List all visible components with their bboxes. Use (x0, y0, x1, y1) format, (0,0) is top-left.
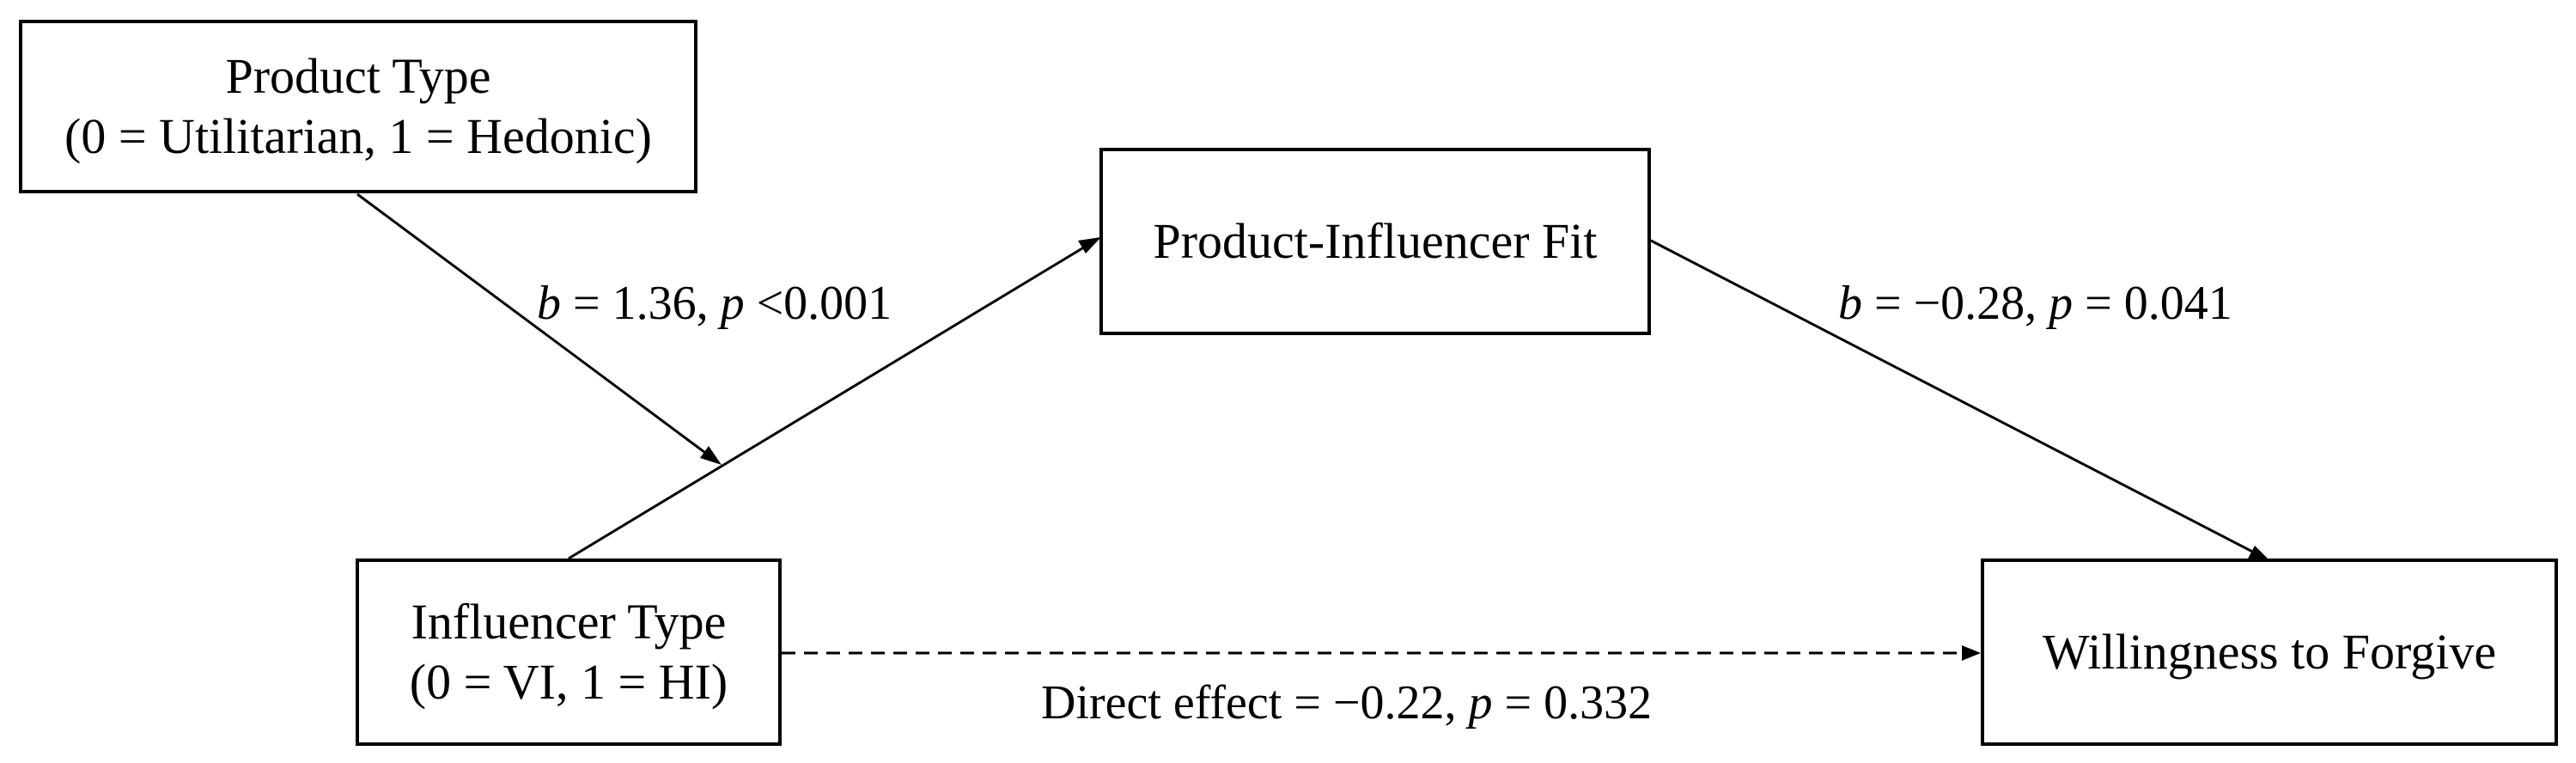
b-path-arrow (1650, 239, 2260, 557)
a-path-coef-symbol: b (537, 277, 561, 330)
b-path-coef-symbol: b (1838, 277, 1862, 330)
moderation-arrowhead (700, 446, 722, 465)
b-path-p-symbol: p (2049, 277, 2074, 330)
a-path-arrowhead (1078, 237, 1101, 253)
direct-effect-arrowhead (1962, 645, 1981, 661)
b-path-coef-value: = −0.28, (1862, 277, 2049, 330)
a-path-p-value: <0.001 (744, 277, 892, 330)
direct-effect-p-value: = 0.332 (1492, 676, 1653, 729)
mediator-box: Product-Influencer Fit (1099, 148, 1651, 335)
influencer-type-title: Influencer Type (411, 594, 727, 650)
product-type-box: Product Type (0 = Utilitarian, 1 = Hedon… (19, 20, 697, 193)
mediator-title: Product-Influencer Fit (1153, 213, 1598, 270)
product-type-title: Product Type (225, 48, 491, 105)
product-type-subtitle: (0 = Utilitarian, 1 = Hedonic) (64, 108, 652, 164)
direct-effect-prefix: Direct effect = −0.22, (1041, 676, 1469, 729)
direct-effect-p-symbol: p (1468, 676, 1493, 729)
outcome-title: Willingness to Forgive (2042, 624, 2497, 681)
a-path-p-symbol: p (720, 277, 745, 330)
influencer-type-box: Influencer Type (0 = VI, 1 = HI) (356, 559, 782, 746)
b-path-p-value: = 0.041 (2073, 277, 2232, 330)
a-path-label: b = 1.36, p <0.001 (537, 279, 892, 327)
b-path-arrowhead (2248, 546, 2270, 561)
a-path-arrow (568, 241, 1092, 560)
outcome-box: Willingness to Forgive (1981, 559, 2558, 746)
a-path-coef-value: = 1.36, (561, 277, 721, 330)
b-path-label: b = −0.28, p = 0.041 (1838, 279, 2232, 327)
moderation-arrow (356, 192, 719, 464)
influencer-type-subtitle: (0 = VI, 1 = HI) (409, 654, 728, 710)
direct-effect-label: Direct effect = −0.22, p = 0.332 (1041, 679, 1652, 727)
